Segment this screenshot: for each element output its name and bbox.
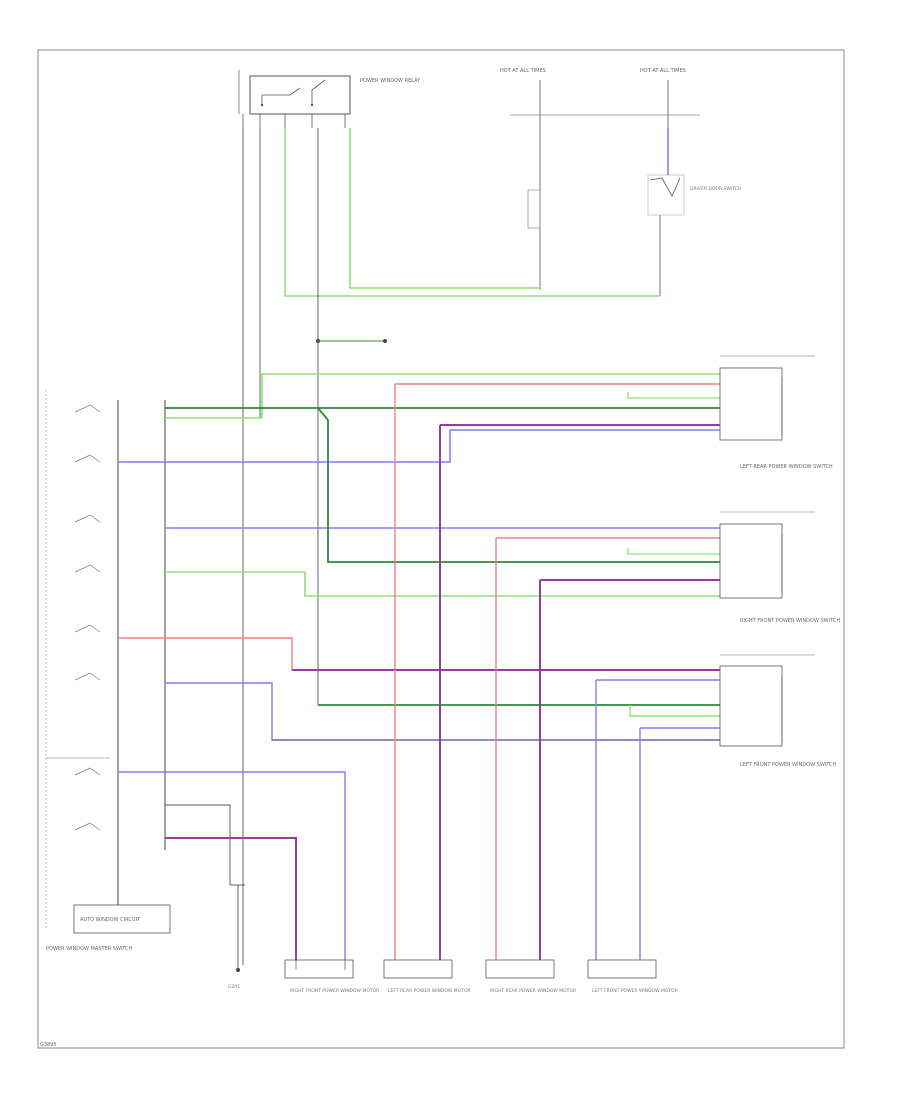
wire-blue-4 [118,771,346,960]
motor-right-front: RIGHT FRONT POWER WINDOW MOTOR [284,959,379,994]
svg-text:RIGHT FRONT POWER WINDOW SWITC: RIGHT FRONT POWER WINDOW SWITCH [740,618,840,624]
svg-text:HOT AT ALL TIMES: HOT AT ALL TIMES [640,68,686,74]
wire-purple-2 [165,837,297,960]
motor-left-front: LEFT FRONT POWER WINDOW MOTOR [587,959,678,994]
wire-red-1 [118,637,720,671]
power-window-relay: POWER WINDOW RELAY [238,70,421,128]
right-front-switch: RIGHT FRONT POWER WINDOW SWITCH [719,511,840,624]
wire-green-relay-loop [284,128,660,297]
wire-blue-1 [118,429,720,463]
left-front-switch: LEFT FRONT POWER WINDOW SWITCH [719,654,836,768]
left-rear-switch: LEFT REAR POWER WINDOW SWITCH [719,355,833,470]
fuse-block-right: HOT AT ALL TIMES DRIVER DOOR SWITCH [640,68,741,296]
master-switch: AUTO WINDOW CIRCUIT POWER WINDOW MASTER … [45,390,171,952]
svg-text:HOT AT ALL TIMES: HOT AT ALL TIMES [500,68,546,74]
motor-left-rear: LEFT REAR POWER WINDOW MOTOR [383,959,471,994]
svg-text:DRIVER DOOR SWITCH: DRIVER DOOR SWITCH [690,186,741,192]
svg-text:LEFT FRONT POWER WINDOW SWITCH: LEFT FRONT POWER WINDOW SWITCH [740,762,836,768]
relay-label: POWER WINDOW RELAY [360,78,421,84]
svg-text:LEFT REAR POWER WINDOW MOTOR: LEFT REAR POWER WINDOW MOTOR [388,988,471,994]
wire-darkgreen-2 [317,407,720,563]
wire-green-relay-to-fuse [349,128,540,289]
wire-green-top [165,373,720,419]
ground-symbol: G201 [228,885,240,990]
master-switch-label: POWER WINDOW MASTER SWITCH [46,946,133,952]
svg-text:LEFT REAR POWER WINDOW SWITCH: LEFT REAR POWER WINDOW SWITCH [740,464,833,470]
svg-text:RIGHT REAR POWER WINDOW MOTOR: RIGHT REAR POWER WINDOW MOTOR [490,988,576,994]
wire-green-2 [165,571,720,597]
svg-text:LEFT FRONT POWER WINDOW MOTOR: LEFT FRONT POWER WINDOW MOTOR [592,988,678,994]
wire-black-ground [165,804,231,885]
svg-text:RIGHT FRONT POWER WINDOW MOTOR: RIGHT FRONT POWER WINDOW MOTOR [290,988,379,994]
figure-id: G3895 [40,1042,57,1048]
motor-right-rear: RIGHT REAR POWER WINDOW MOTOR [485,959,576,994]
wire-blue-3 [165,682,720,741]
svg-text:G201: G201 [228,984,240,990]
fuse-block-left: HOT AT ALL TIMES [500,68,700,290]
auto-window-circuit-label: AUTO WINDOW CIRCUIT [80,917,141,923]
diagram-frame [37,49,845,1049]
